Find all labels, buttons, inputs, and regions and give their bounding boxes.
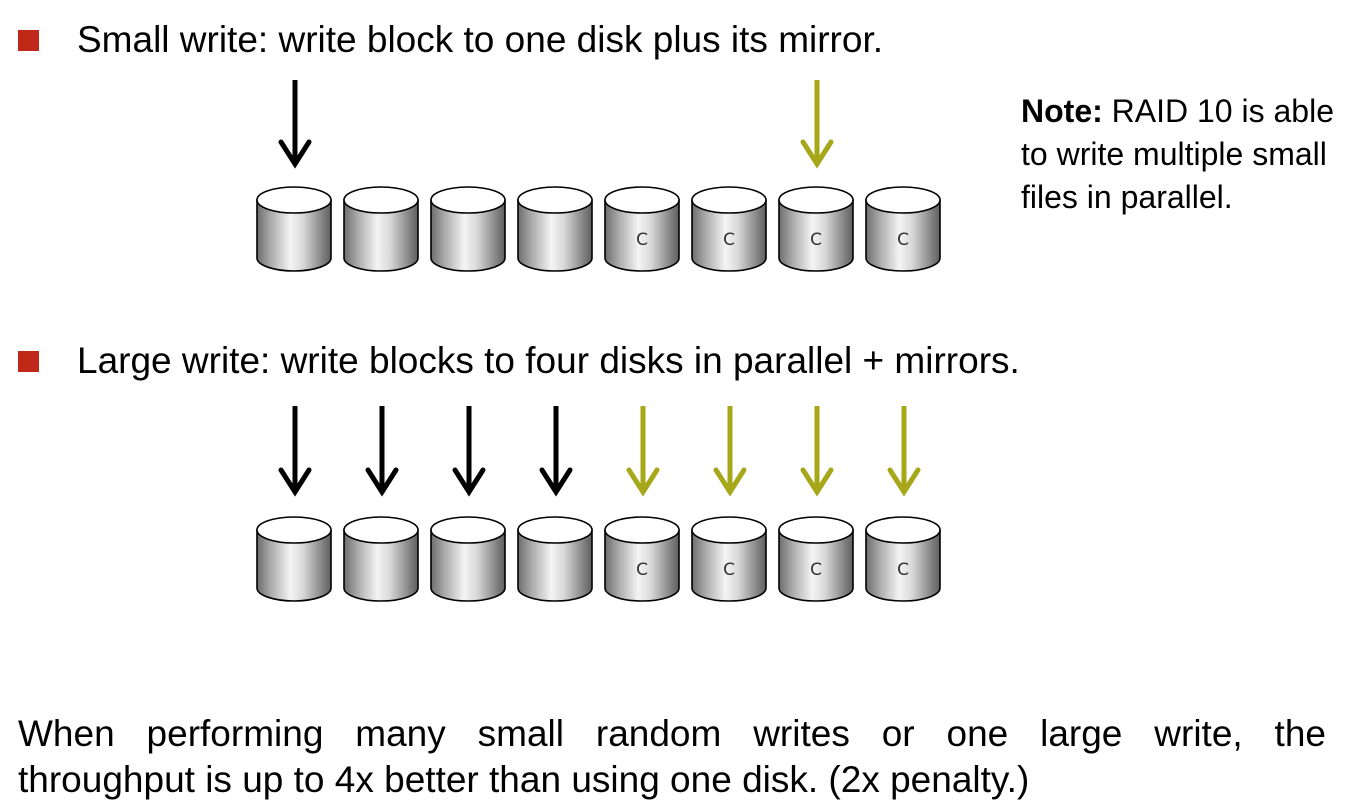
disk-top xyxy=(256,516,332,544)
disk-body xyxy=(691,199,767,272)
note-box: Note: RAID 10 is able to write multiple … xyxy=(1021,90,1351,219)
write-arrow-icon xyxy=(278,80,312,169)
bullet-small-write: Small write: write block to one disk plu… xyxy=(18,18,883,62)
large-disk-1 xyxy=(256,516,332,602)
small-disk-8: C xyxy=(865,186,941,272)
disk-body xyxy=(256,199,332,272)
large-disk-6: C xyxy=(691,516,767,602)
small-write-text: Small write: write block to one disk plu… xyxy=(77,19,884,60)
disk-top xyxy=(343,186,419,214)
large-disk-5: C xyxy=(604,516,680,602)
disk-top xyxy=(691,516,767,544)
mirror-write-arrow-icon xyxy=(887,406,921,497)
disk-body xyxy=(517,199,593,272)
small-disk-5: C xyxy=(604,186,680,272)
disk-body xyxy=(865,199,941,272)
write-arrow-icon xyxy=(452,406,486,497)
disk-body xyxy=(343,199,419,272)
large-disk-3 xyxy=(430,516,506,602)
disk-top xyxy=(517,516,593,544)
disk-top xyxy=(865,516,941,544)
disk-body xyxy=(778,199,854,272)
write-arrow-icon xyxy=(539,406,573,497)
bullet-square-icon xyxy=(18,350,39,372)
note-label: Note: xyxy=(1021,93,1103,129)
large-disk-7: C xyxy=(778,516,854,602)
summary-line-2: throughput is up to 4x better than using… xyxy=(18,759,1030,800)
large-disk-2 xyxy=(343,516,419,602)
large-write-text: Large write: write blocks to four disks … xyxy=(77,340,1020,381)
disk-copy-label: C xyxy=(897,560,909,580)
write-arrow-icon xyxy=(278,406,312,497)
disk-top xyxy=(430,516,506,544)
small-disk-2 xyxy=(343,186,419,272)
mirror-write-arrow-icon xyxy=(713,406,747,497)
disk-copy-label: C xyxy=(723,560,735,580)
disk-top xyxy=(343,516,419,544)
small-disk-4 xyxy=(517,186,593,272)
disk-copy-label: C xyxy=(810,230,822,250)
mirror-write-arrow-icon xyxy=(800,406,834,497)
small-disk-6: C xyxy=(691,186,767,272)
summary-text: When performing many small random writes… xyxy=(18,711,1326,803)
bullet-large-write: Large write: write blocks to four disks … xyxy=(18,339,1020,383)
mirror-write-arrow-icon xyxy=(626,406,660,497)
disk-copy-label: C xyxy=(723,230,735,250)
disk-body xyxy=(430,529,506,602)
disk-body xyxy=(778,529,854,602)
disk-body xyxy=(691,529,767,602)
disk-top xyxy=(778,516,854,544)
disk-top xyxy=(604,186,680,214)
small-disk-3 xyxy=(430,186,506,272)
disk-body xyxy=(517,529,593,602)
disk-top xyxy=(691,186,767,214)
disk-body xyxy=(865,529,941,602)
disk-body xyxy=(604,199,680,272)
disk-top xyxy=(604,516,680,544)
disk-body xyxy=(430,199,506,272)
disk-copy-label: C xyxy=(636,560,648,580)
disk-top xyxy=(256,186,332,214)
disk-body xyxy=(343,529,419,602)
small-disk-7: C xyxy=(778,186,854,272)
bullet-square-icon xyxy=(18,29,39,51)
disk-body xyxy=(604,529,680,602)
small-disk-1 xyxy=(256,186,332,272)
disk-copy-label: C xyxy=(897,230,909,250)
large-disk-8: C xyxy=(865,516,941,602)
disk-top xyxy=(430,186,506,214)
write-arrow-icon xyxy=(365,406,399,497)
disk-body xyxy=(256,529,332,602)
disk-top xyxy=(778,186,854,214)
disk-top xyxy=(865,186,941,214)
mirror-write-arrow-icon xyxy=(800,80,834,169)
disk-copy-label: C xyxy=(810,560,822,580)
large-disk-4 xyxy=(517,516,593,602)
disk-copy-label: C xyxy=(636,230,648,250)
summary-line-1: When performing many small random writes… xyxy=(18,713,1326,754)
note-text: RAID 10 is able to write multiple small … xyxy=(1021,93,1334,215)
disk-top xyxy=(517,186,593,214)
